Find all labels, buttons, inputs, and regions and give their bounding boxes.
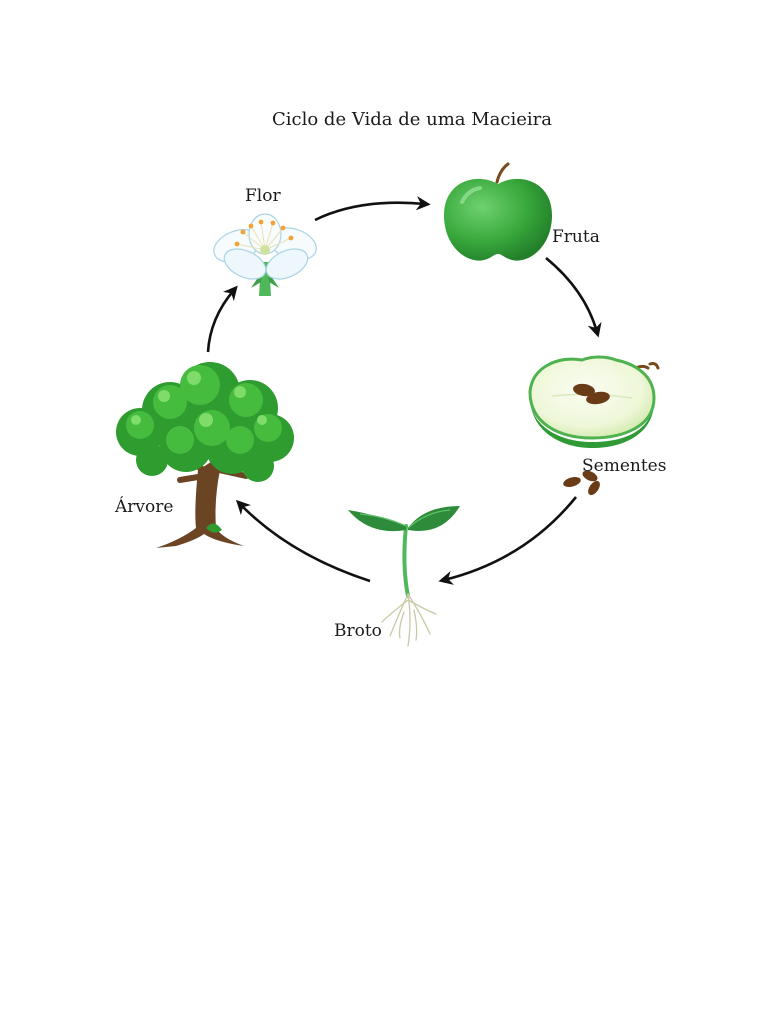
cycle-arrows — [206, 196, 602, 585]
sprout-icon — [348, 506, 460, 647]
stage-label-seeds: Sementes — [582, 456, 667, 476]
arrow-fruit-to-seeds — [545, 256, 602, 338]
flower-icon — [213, 213, 317, 296]
cut-apple-seeds-icon — [528, 355, 660, 448]
seeds-icon — [563, 470, 600, 496]
stage-label-sprout: Broto — [334, 621, 382, 641]
apple-icon — [443, 162, 553, 261]
arrow-tree-to-flower — [206, 285, 238, 353]
stage-label-tree: Árvore — [115, 497, 174, 517]
arrow-seeds-to-sprout — [438, 496, 578, 585]
page-title: Ciclo de Vida de uma Macieira — [272, 109, 552, 130]
arrow-flower-to-fruit — [314, 196, 431, 222]
stage-label-fruit: Fruta — [552, 227, 600, 247]
tree-icon — [116, 362, 294, 548]
stage-label-flower: Flor — [245, 186, 281, 206]
arrow-sprout-to-tree — [235, 499, 371, 583]
